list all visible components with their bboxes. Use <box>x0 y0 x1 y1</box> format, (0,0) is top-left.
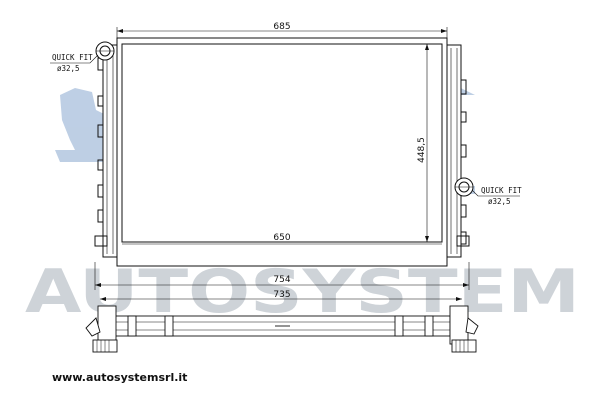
dimension-overall-width: 754 <box>273 275 290 285</box>
right-quick-fit-connector <box>454 177 474 197</box>
quick-fit-right-size: ø32,5 <box>488 197 511 206</box>
dimension-core-height: 448,5 <box>417 137 427 163</box>
watermark-text: AUTOSYSTEM <box>25 257 580 327</box>
dimension-lines <box>50 27 520 300</box>
dimension-inner-width: 650 <box>273 233 290 243</box>
dimension-core-width: 685 <box>273 22 290 32</box>
radiator-bottom-view <box>85 305 479 353</box>
quick-fit-left-label: QUICK FIT <box>52 53 93 62</box>
left-quick-fit-connector <box>95 41 115 61</box>
dimension-arrows <box>95 29 469 301</box>
quick-fit-left-size: ø32,5 <box>57 64 80 73</box>
radiator-front-view <box>94 37 470 267</box>
quick-fit-right-label: QUICK FIT <box>481 186 522 195</box>
website-url[interactable]: www.autosystemsrl.it <box>52 371 188 384</box>
dimension-bottom-width: 735 <box>273 290 290 300</box>
